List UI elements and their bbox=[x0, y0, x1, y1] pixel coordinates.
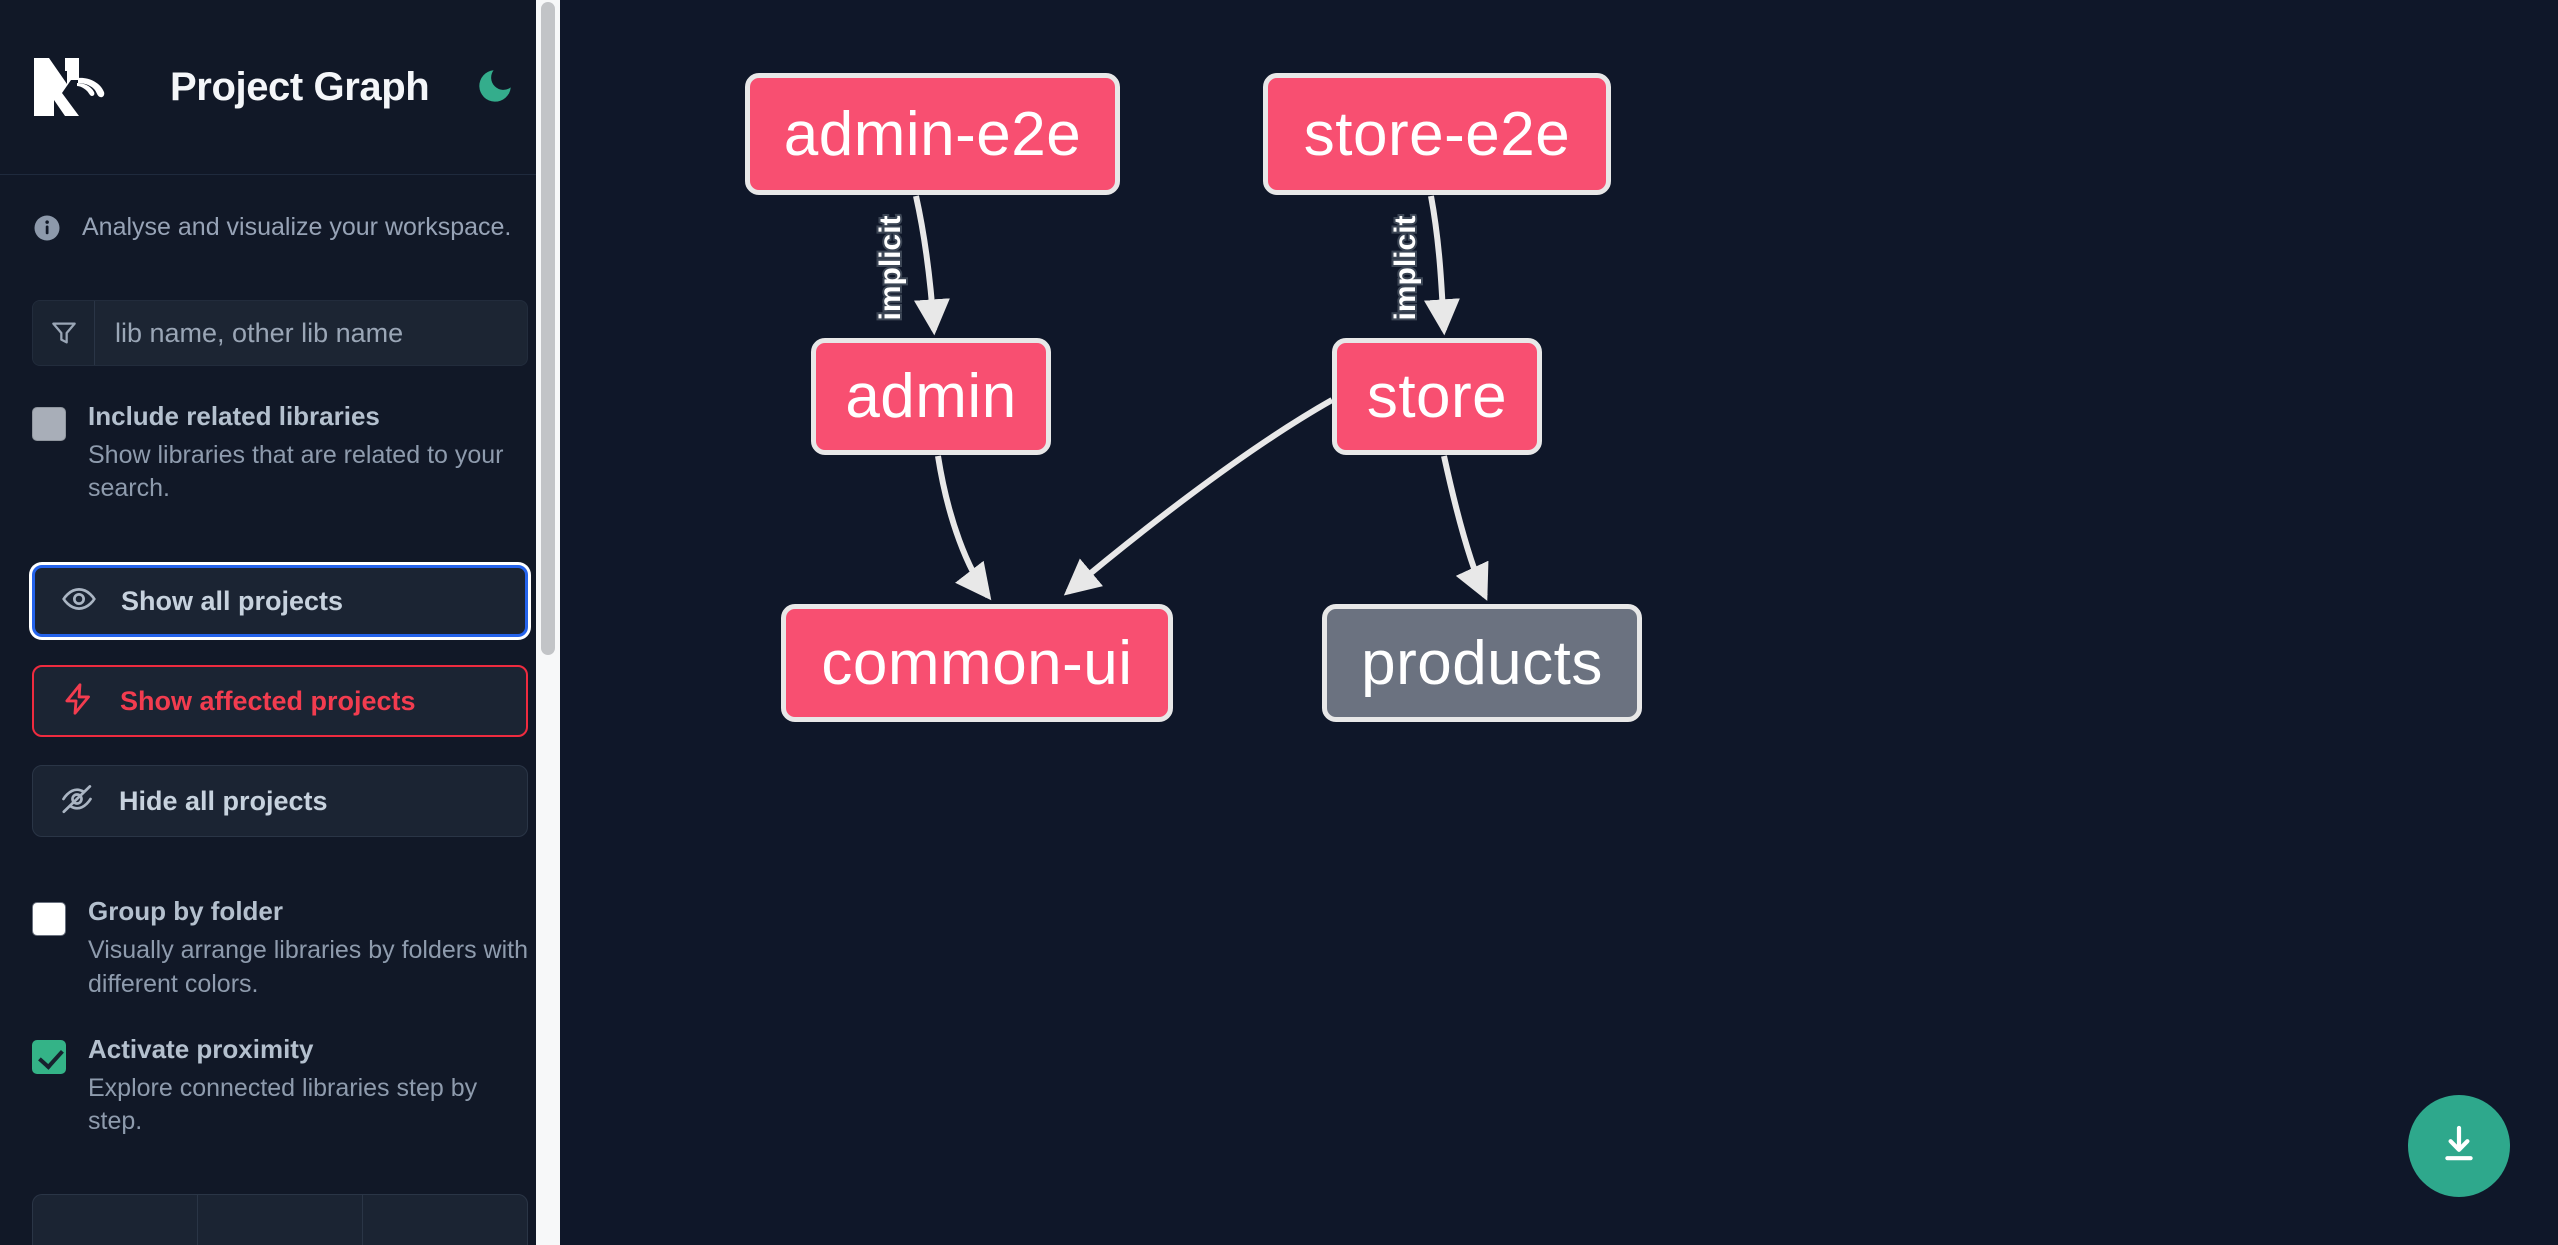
checkbox-include-related-libraries[interactable] bbox=[32, 407, 66, 441]
proximity-segmented-control[interactable] bbox=[32, 1194, 528, 1245]
hide-all-projects-button[interactable]: Hide all projects bbox=[32, 765, 528, 838]
lightning-icon bbox=[60, 681, 96, 722]
show-affected-projects-label: Show affected projects bbox=[120, 685, 416, 716]
show-all-projects-button[interactable]: Show all projects bbox=[32, 565, 528, 638]
edge-store-to-products bbox=[1441, 455, 1489, 601]
checkbox-description-activate-proximity: Explore connected libraries step by step… bbox=[88, 1073, 478, 1135]
graph-canvas[interactable]: implicit implicit admin-e2e store-e2e ad… bbox=[560, 0, 2558, 1245]
edge-store-e2e-to-store bbox=[1424, 195, 1460, 336]
graph-node-label-admin-e2e: admin-e2e bbox=[783, 99, 1082, 169]
show-affected-projects-button[interactable]: Show affected projects bbox=[32, 665, 528, 738]
hide-all-projects-label: Hide all projects bbox=[119, 785, 328, 816]
page-title: Project Graph bbox=[170, 64, 430, 109]
sidebar-blurb-text: Analyse and visualize your workspace. bbox=[82, 213, 512, 241]
info-icon bbox=[32, 213, 62, 248]
checkbox-label-include-related-libraries: Include related libraries bbox=[88, 401, 380, 431]
graph-node-admin[interactable]: admin bbox=[811, 338, 1051, 455]
checkbox-group-by-folder[interactable] bbox=[32, 902, 66, 937]
sidebar: Project Graph Ana bbox=[0, 0, 560, 1245]
checkbox-description-group-by-folder: Visually arrange libraries by folders wi… bbox=[88, 936, 529, 998]
eye-icon bbox=[61, 581, 97, 622]
graph-node-label-store: store bbox=[1366, 362, 1508, 431]
graph-node-common-ui[interactable]: common-ui bbox=[781, 604, 1173, 722]
filter-icon bbox=[33, 301, 95, 365]
nx-logo-icon bbox=[32, 56, 126, 118]
graph-node-label-common-ui: common-ui bbox=[821, 628, 1133, 698]
show-all-projects-label: Show all projects bbox=[121, 585, 344, 616]
moon-icon bbox=[474, 65, 516, 110]
search-bar[interactable] bbox=[32, 300, 528, 366]
graph-node-store[interactable]: store bbox=[1332, 338, 1542, 455]
edge-label-implicit-admin: implicit bbox=[874, 215, 907, 320]
graph-node-label-products: products bbox=[1361, 628, 1603, 698]
graph-node-label-admin: admin bbox=[845, 362, 1017, 431]
checkbox-row-activate-proximity[interactable]: Activate proximity Explore connected lib… bbox=[0, 1001, 560, 1138]
checkbox-label-activate-proximity: Activate proximity bbox=[88, 1033, 314, 1064]
edge-admin-e2e-to-admin bbox=[913, 195, 950, 336]
graph-node-products[interactable]: products bbox=[1322, 604, 1642, 722]
search-input[interactable] bbox=[95, 301, 527, 365]
theme-toggle-button[interactable] bbox=[471, 63, 519, 111]
sidebar-scrollbar-thumb[interactable] bbox=[541, 2, 555, 655]
proximity-segment-2[interactable] bbox=[197, 1194, 362, 1245]
proximity-segment-3[interactable] bbox=[362, 1194, 528, 1245]
edge-admin-to-common-ui bbox=[935, 455, 992, 601]
sidebar-blurb: Analyse and visualize your workspace. bbox=[0, 175, 560, 248]
download-icon bbox=[2435, 1121, 2483, 1172]
graph-node-store-e2e[interactable]: store-e2e bbox=[1263, 73, 1611, 195]
checkbox-activate-proximity[interactable] bbox=[32, 1039, 66, 1074]
download-graph-button[interactable] bbox=[2408, 1095, 2510, 1197]
sidebar-header: Project Graph bbox=[0, 0, 560, 175]
checkbox-row-include-related-libraries[interactable]: Include related libraries Show libraries… bbox=[0, 366, 560, 505]
edge-store-to-common-ui bbox=[1063, 397, 1334, 596]
proximity-segment-1[interactable] bbox=[32, 1194, 197, 1245]
graph-node-label-store-e2e: store-e2e bbox=[1303, 99, 1571, 169]
checkbox-description-include-related-libraries: Show libraries that are related to your … bbox=[88, 440, 504, 503]
eye-off-icon bbox=[59, 781, 95, 822]
checkbox-row-group-by-folder[interactable]: Group by folder Visually arrange librari… bbox=[0, 837, 560, 1000]
edge-label-implicit-store: implicit bbox=[1389, 215, 1422, 320]
graph-node-admin-e2e[interactable]: admin-e2e bbox=[745, 73, 1120, 195]
graph-edges: implicit implicit bbox=[872, 195, 1489, 601]
sidebar-scrollbar[interactable] bbox=[536, 0, 560, 1245]
checkbox-label-group-by-folder: Group by folder bbox=[88, 896, 283, 927]
